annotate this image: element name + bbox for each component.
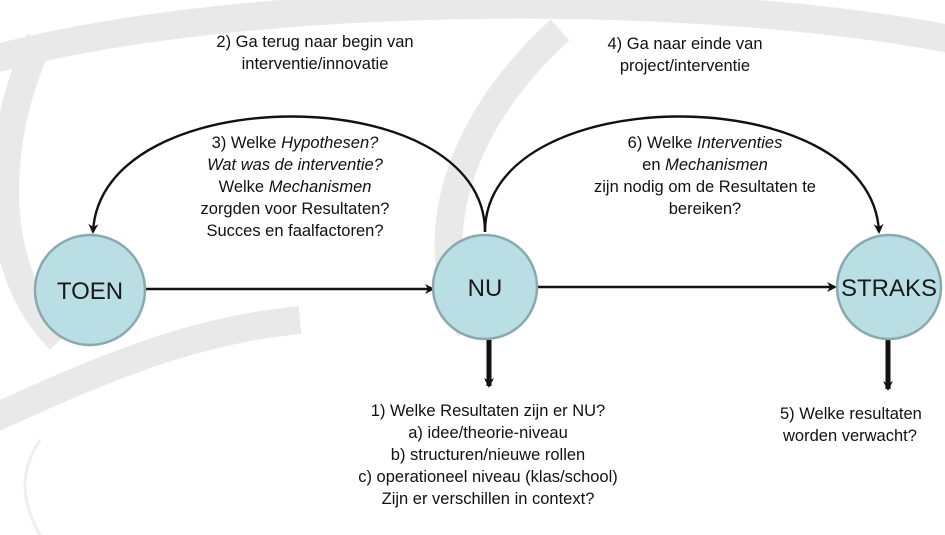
step-2-line-1: 2) Ga terug naar begin van (216, 33, 414, 51)
step-3-line-3: Welke Mechanismen (140, 176, 450, 198)
node-straks-circle (835, 233, 943, 341)
step-3-text: 3) Welke Hypothesen? Wat was de interven… (140, 132, 450, 242)
step-6-line-1-prefix: 6) Welke (627, 134, 698, 152)
step-4-line-1: 4) Ga naar einde van (607, 35, 763, 53)
step-6-line-2-prefix: en (642, 156, 666, 174)
step-5-line-2: worden verwacht? (783, 427, 917, 445)
step-4-text: 4) Ga naar einde van project/interventie (540, 33, 830, 77)
step-1-text: 1) Welke Resultaten zijn er NU? a) idee/… (318, 400, 658, 510)
node-toen: TOEN (33, 233, 147, 347)
step-6-line-3: zijn nodig om de Resultaten te (594, 178, 816, 196)
step-4-line-2: project/interventie (619, 57, 751, 75)
watermark-arc-left (0, 33, 71, 350)
step-1-line-1: 1) Welke Resultaten zijn er NU? (370, 402, 606, 420)
step-1-line-2: a) idee/theorie-niveau (408, 424, 568, 442)
step-5-line-1: 5) Welke resultaten (780, 405, 922, 423)
step-3-line-1: 3) Welke Hypothesen? (140, 132, 450, 154)
step-6-line-2: en Mechanismen (530, 154, 880, 176)
node-toen-circle (33, 233, 147, 347)
step-2-line-2: interventie/innovatie (241, 55, 389, 73)
node-nu-label: NU (468, 275, 503, 302)
node-nu: NU (431, 233, 539, 341)
step-6-line-2-italic: Mechanismen (665, 156, 768, 174)
step-3-line-3-italic: Mechanismen (268, 178, 372, 196)
step-1-line-3: b) structuren/nieuwe rollen (390, 446, 586, 464)
node-straks: STRAKS (835, 233, 943, 341)
watermark-thin-arc (23, 439, 42, 535)
arrow-nu-to-straks (483, 115, 884, 234)
step-5-text: 5) Welke resultaten worden verwacht? (780, 403, 945, 447)
step-1-line-5: Zijn er verschillen in context? (381, 490, 595, 508)
step-6-line-1: 6) Welke Interventies (530, 132, 880, 154)
step-3-line-3-prefix: Welke (218, 178, 269, 196)
step-3-line-2: Wat was de interventie? (207, 156, 383, 174)
node-nu-circle (431, 233, 539, 341)
step-6-line-1-italic: Interventies (697, 134, 783, 152)
step-3-line-1-italic: Hypothesen? (281, 134, 379, 152)
step-6-line-4: bereiken? (668, 200, 742, 218)
step-1-line-4: c) operationeel niveau (klas/school) (358, 468, 618, 486)
watermark-arc-lower (0, 306, 302, 431)
background-watermark-thin (23, 439, 42, 535)
arrow-nu-to-toen (88, 115, 487, 234)
background-watermark (0, 0, 945, 431)
node-toen-label: TOEN (57, 278, 123, 305)
step-6-text: 6) Welke Interventies en Mechanismen zij… (530, 132, 880, 220)
step-3-line-1-prefix: 3) Welke (211, 134, 282, 152)
step-3-line-4: zorgden voor Resultaten? (200, 200, 390, 218)
step-3-line-5: Succes en faalfactoren? (206, 222, 384, 240)
watermark-arc-large (0, 0, 945, 72)
node-straks-label: STRAKS (841, 275, 937, 302)
step-2-text: 2) Ga terug naar begin van interventie/i… (150, 31, 480, 75)
